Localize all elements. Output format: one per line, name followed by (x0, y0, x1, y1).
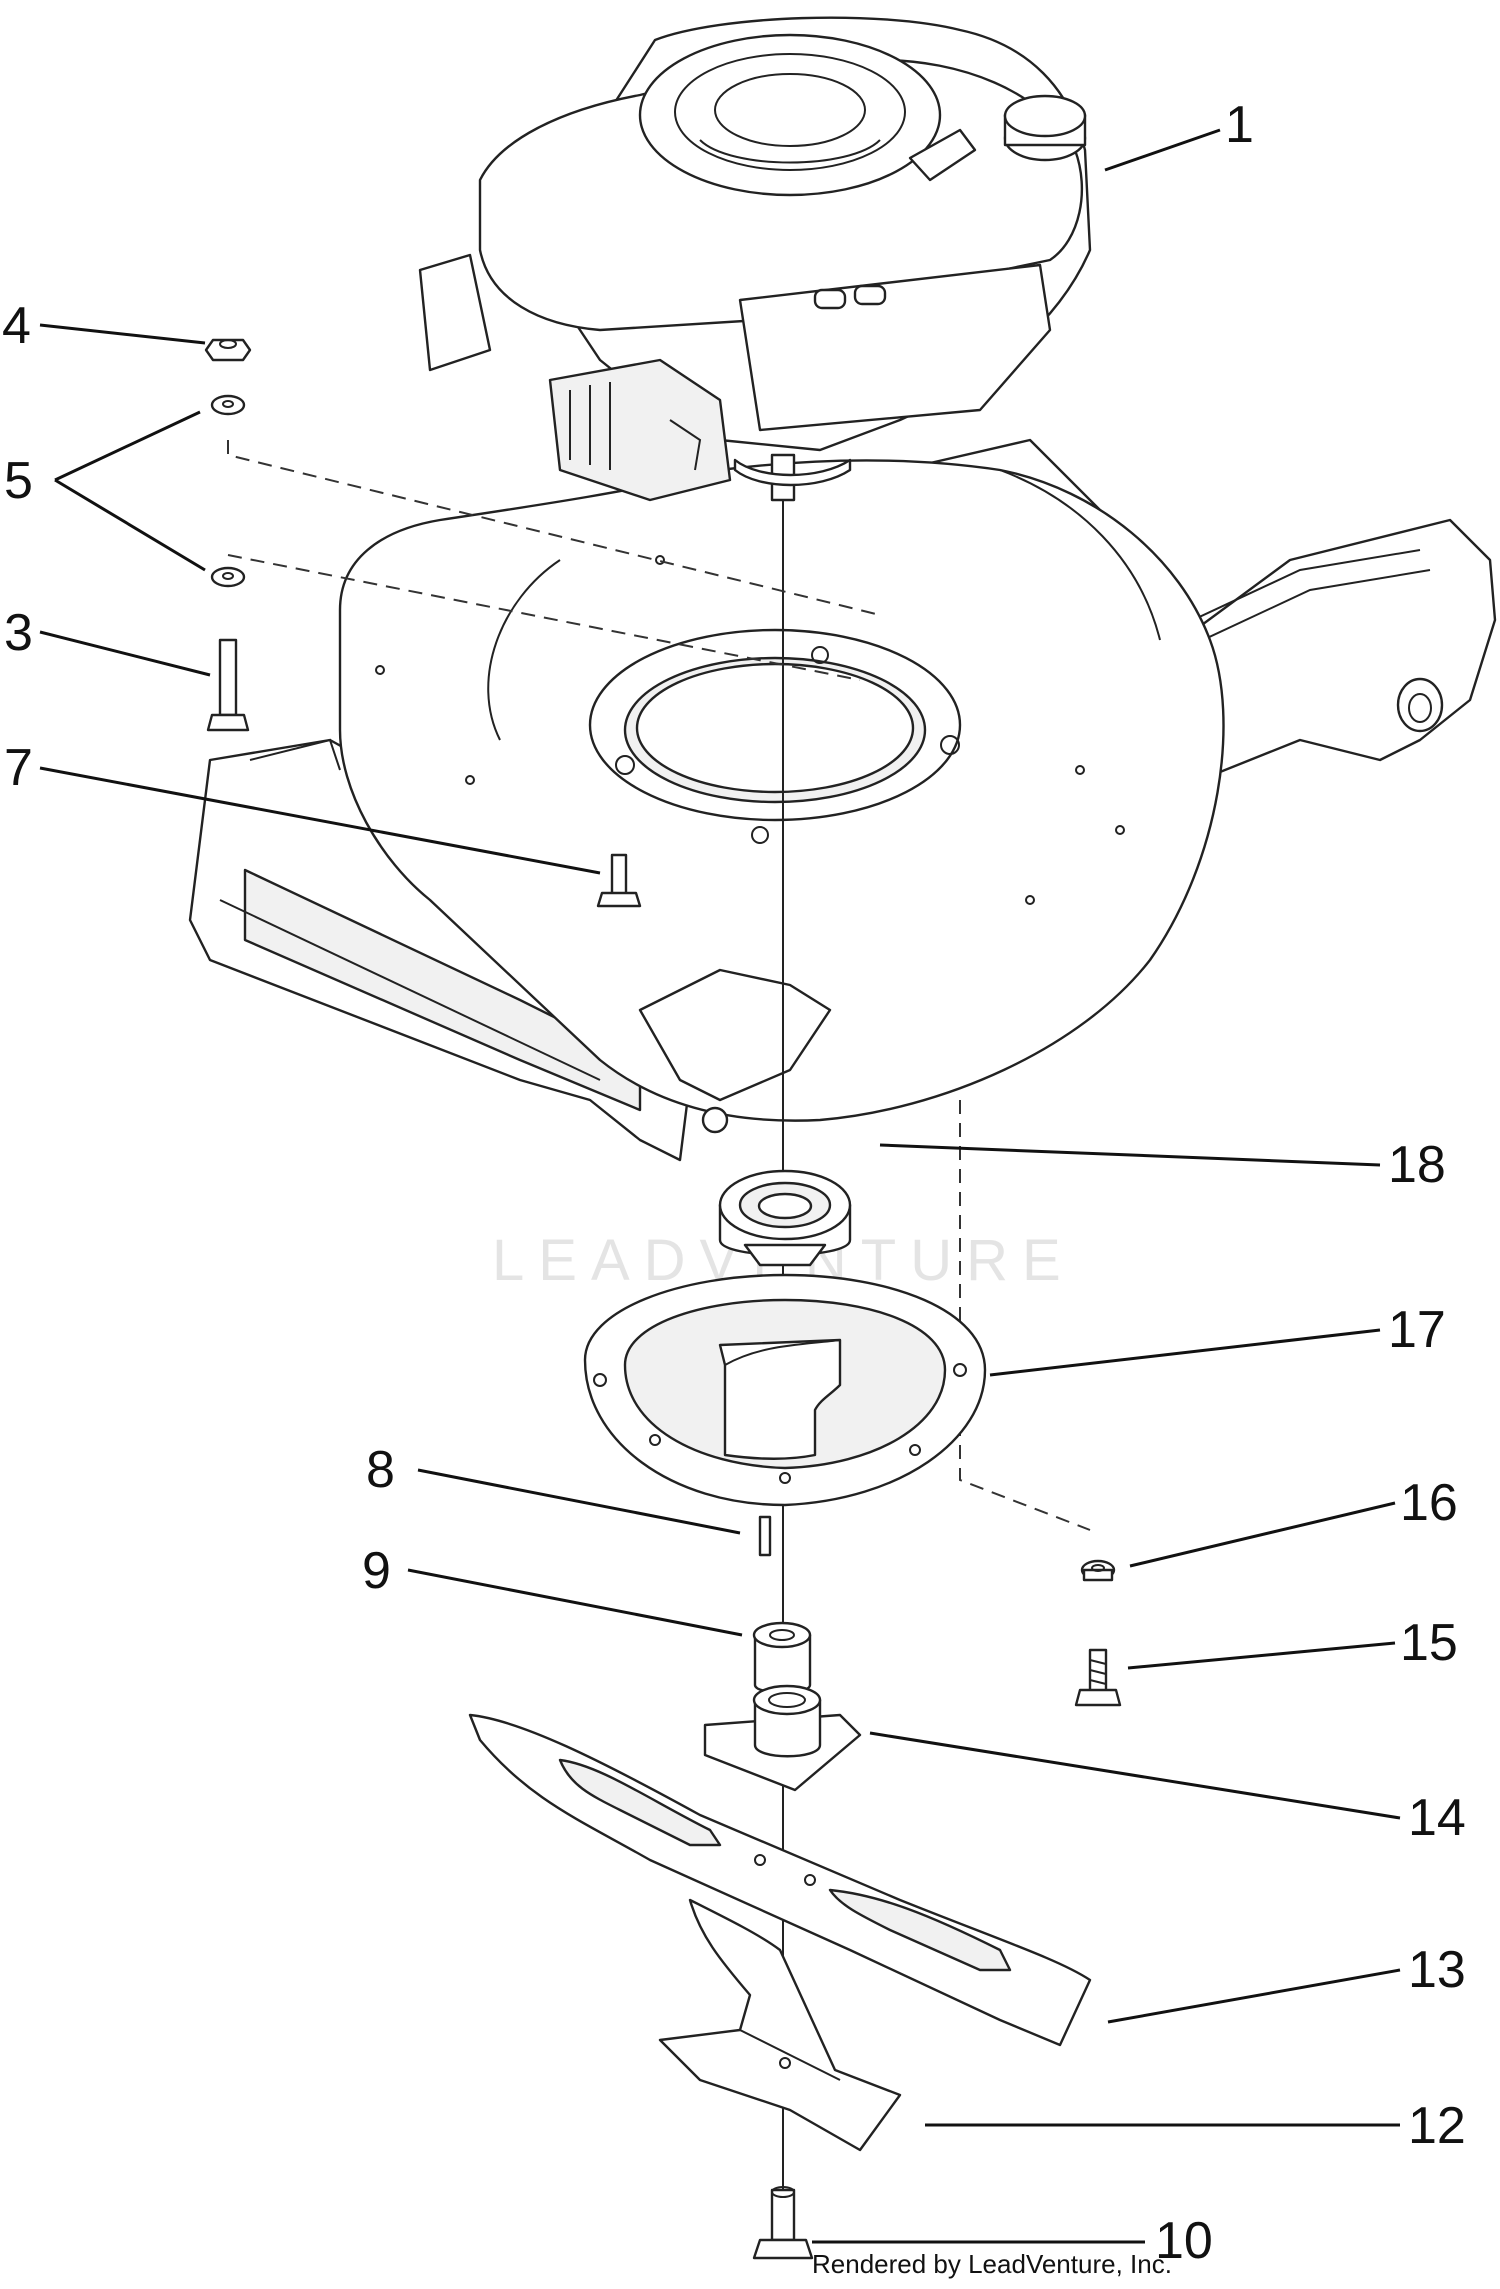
lower-blade-part (658, 1898, 902, 2152)
callout-10: 10 (1155, 2212, 1213, 2270)
baffle-plate-part (583, 1273, 987, 1507)
mower-deck (188, 438, 1497, 1162)
blade-bolt-part (752, 2186, 814, 2260)
hardware-right (1074, 1559, 1122, 1707)
callout-9: 9 (362, 1542, 391, 1600)
callout-4: 4 (2, 297, 31, 355)
callout-15: 15 (1400, 1614, 1458, 1672)
callout-5: 5 (4, 452, 33, 510)
callout-16: 16 (1400, 1474, 1458, 1532)
pin-and-spacer (752, 1515, 812, 1694)
blade-hub-part (703, 1684, 862, 1792)
leader-lines (39, 128, 1401, 2244)
callout-17: 17 (1388, 1301, 1446, 1359)
blade-part (468, 1713, 1092, 2047)
callout-labels: 1 4 5 3 7 18 17 8 9 16 15 14 13 12 10 (2, 96, 1466, 2270)
callout-12: 12 (1408, 2097, 1466, 2155)
callout-3: 3 (4, 604, 33, 662)
callout-18: 18 (1388, 1136, 1446, 1194)
callout-7: 7 (4, 739, 33, 797)
engine (418, 16, 1092, 502)
callout-1: 1 (1225, 96, 1254, 154)
callout-13: 13 (1408, 1941, 1466, 1999)
blade-adapter-part (718, 1169, 852, 1291)
callout-14: 14 (1408, 1789, 1466, 1847)
render-credit: Rendered by LeadVenture, Inc. (812, 2249, 1172, 2279)
hardware-top-left (204, 338, 642, 908)
callout-8: 8 (366, 1441, 395, 1499)
